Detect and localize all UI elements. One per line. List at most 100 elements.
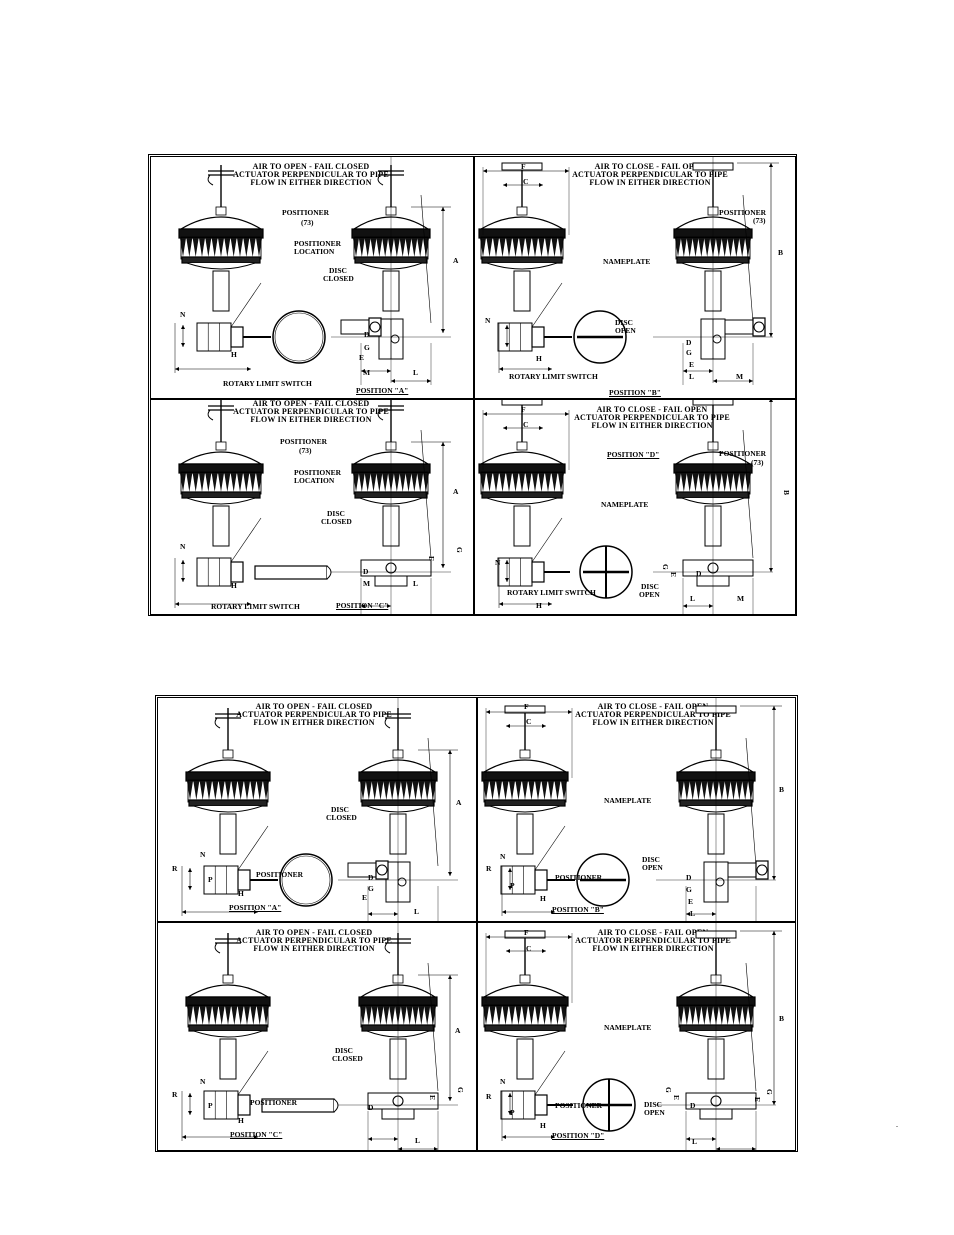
figure-1 [148, 154, 797, 616]
dim-g: G [368, 884, 374, 893]
dim-l: L [689, 372, 695, 381]
dim-g-right: G [765, 1089, 774, 1095]
dim-h: H [238, 1116, 244, 1125]
figure2-panel-position-d: AIR TO CLOSE - FAIL OPEN ACTUATOR PERPEN… [477, 922, 796, 1151]
dim-n: N [485, 316, 491, 325]
figure2-panel-position-b: AIR TO CLOSE - FAIL OPEN ACTUATOR PERPEN… [477, 697, 796, 922]
dim-g: G [456, 1087, 465, 1093]
panel-header: AIR TO CLOSE - FAIL OPEN ACTUATOR PERPEN… [575, 702, 731, 727]
figure1-panel-position-c: AIR TO OPEN - FAIL CLOSED ACTUATOR PERPE… [150, 399, 474, 615]
disc-state-label: CLOSED [321, 517, 352, 526]
dim-d: D [368, 873, 374, 882]
dim-d: D [364, 330, 370, 339]
dim-n: N [200, 1077, 206, 1086]
figure2-panel-position-a: AIR TO OPEN - FAIL CLOSED ACTUATOR PERPE… [157, 697, 477, 922]
valve-drawing [181, 923, 458, 1150]
dim-f: F [521, 162, 526, 171]
dim-l: L [690, 909, 696, 918]
valve-drawing [174, 157, 451, 385]
dim-a: A [453, 256, 459, 265]
dim-f: F [521, 405, 526, 414]
dim-d: D [696, 569, 702, 578]
disc-label: DISC [644, 1100, 662, 1109]
positioner-location-label-2: LOCATION [294, 247, 335, 256]
nameplate-label: NAMEPLATE [603, 257, 651, 266]
dim-h: H [540, 1121, 546, 1130]
disc-state-label: OPEN [639, 590, 660, 599]
dim-e: E [427, 556, 436, 562]
valve-drawing [481, 698, 782, 921]
dim-n: N [500, 1077, 506, 1086]
panel-header: AIR TO CLOSE - FAIL OPEN ACTUATOR PERPEN… [575, 928, 731, 953]
dim-n: N [500, 852, 506, 861]
position-label: POSITION "B" [552, 905, 604, 914]
rotary-limit-switch-label: ROTARY LIMIT SWITCH [507, 588, 596, 597]
position-label: POSITION "D" [607, 450, 660, 459]
dim-c: C [526, 717, 532, 726]
dim-l: L [692, 1137, 698, 1146]
disc-state-label: OPEN [615, 326, 636, 335]
dim-g: G [661, 564, 670, 570]
positioner-label: POSITIONER [555, 1101, 603, 1110]
dim-h: H [231, 350, 237, 359]
panel-header: AIR TO OPEN - FAIL CLOSED ACTUATOR PERPE… [233, 399, 389, 424]
dim-e: E [362, 893, 368, 902]
dim-d: D [686, 873, 692, 882]
disc-label: DISC [329, 266, 347, 275]
dim-m: M [363, 368, 371, 377]
position-label: POSITION "B" [609, 388, 661, 397]
dim-g: G [664, 1087, 673, 1093]
dim-n: N [180, 542, 186, 551]
dim-e: E [359, 353, 365, 362]
dim-h: H [238, 889, 244, 898]
positioner-location-label-2: LOCATION [294, 476, 335, 485]
dim-l: L [415, 1136, 421, 1145]
dim-d: D [686, 338, 692, 347]
dim-e-right: E [753, 1097, 762, 1103]
dim-m: M [363, 579, 371, 588]
disc-state-label: OPEN [644, 1108, 665, 1117]
valve-drawing [478, 400, 773, 614]
valve-drawing [481, 923, 782, 1150]
disc-label: DISC [331, 805, 349, 814]
dim-a: A [456, 798, 462, 807]
rotary-limit-switch-label: ROTARY LIMIT SWITCH [211, 602, 300, 611]
dim-n: N [180, 310, 186, 319]
positioner-label: POSITIONER [250, 1098, 298, 1107]
stray-mark: . [896, 1120, 898, 1129]
dim-b: B [782, 490, 791, 496]
disc-state-label: CLOSED [323, 274, 354, 283]
dim-c: C [526, 944, 532, 953]
positioner-number: (73) [751, 458, 764, 467]
positioner-number: (73) [753, 216, 766, 225]
nameplate-label: NAMEPLATE [601, 500, 649, 509]
dim-l: L [414, 907, 420, 916]
dim-g: G [686, 885, 692, 894]
panel-header: AIR TO CLOSE - FAIL OPEN ACTUATOR PERPEN… [572, 162, 728, 187]
panel-header: AIR TO OPEN - FAIL CLOSED ACTUATOR PERPE… [233, 162, 389, 187]
positioner-label: POSITIONER [256, 870, 304, 879]
dim-e: E [428, 1095, 437, 1101]
valve-drawing [174, 400, 451, 614]
disc-state-label: OPEN [642, 863, 663, 872]
positioner-location-label: POSITIONER [294, 239, 342, 248]
dim-n: N [495, 558, 501, 567]
dim-l: L [413, 579, 419, 588]
positioner-number: (73) [299, 446, 312, 455]
dim-r: R [486, 864, 492, 873]
position-label: POSITION "A" [229, 903, 282, 912]
dim-n: N [200, 850, 206, 859]
dim-h: H [536, 354, 542, 363]
position-label: POSITION "D" [552, 1131, 605, 1140]
dim-h: H [536, 601, 542, 610]
dim-e: E [672, 1095, 681, 1101]
valve-drawing [181, 698, 458, 921]
dim-p: P [510, 881, 515, 890]
panel-header: AIR TO OPEN - FAIL CLOSED ACTUATOR PERPE… [236, 928, 392, 953]
disc-label: DISC [615, 318, 633, 327]
disc-state-label: CLOSED [326, 813, 357, 822]
positioner-label: POSITIONER [280, 437, 328, 446]
position-label: POSITION "C" [230, 1130, 283, 1139]
dim-c: C [523, 420, 529, 429]
dim-p: P [208, 875, 213, 884]
